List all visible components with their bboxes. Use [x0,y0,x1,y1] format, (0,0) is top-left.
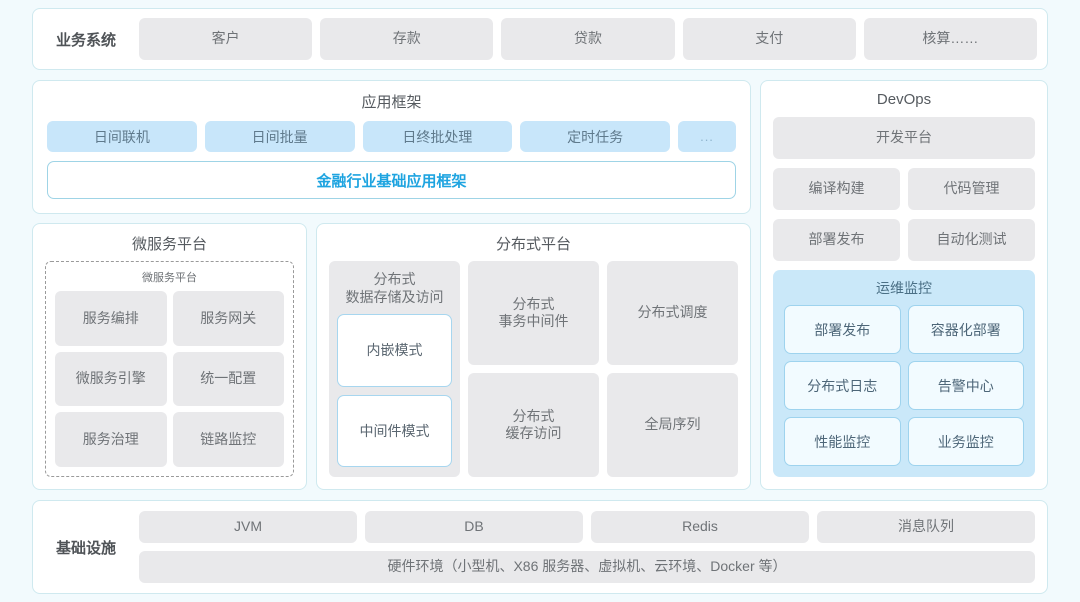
storage-mode-middleware[interactable]: 中间件模式 [337,394,452,467]
microservice-platform-panel: 微服务平台 微服务平台 服务编排 服务网关 微服务引擎 统一配置 服务治理 链路… [32,223,307,490]
ops-monitoring-title: 运维监控 [876,280,932,296]
platforms-row: 微服务平台 微服务平台 服务编排 服务网关 微服务引擎 统一配置 服务治理 链路… [32,223,751,490]
microservice-item[interactable]: 统一配置 [172,351,284,407]
hardware-environment-row: 硬件环境（小型机、X86 服务器、虚拟机、云环境、Docker 等） [139,551,1035,583]
distributed-data-storage-title: 分布式 数据存储及访问 [345,271,444,305]
infrastructure-item[interactable]: JVM [139,511,357,543]
devops-item[interactable]: 自动化测试 [908,219,1035,261]
ops-monitoring-item[interactable]: 部署发布 [784,305,901,354]
microservice-item[interactable]: 微服务引擎 [55,351,167,407]
devops-item[interactable]: 代码管理 [908,168,1035,210]
business-system-item[interactable]: 存款 [320,18,494,60]
distributed-data-storage-card[interactable]: 分布式 数据存储及访问 内嵌模式 中间件模式 [329,261,460,477]
devops-panel: DevOps 开发平台 编译构建 代码管理 部署发布 自动化测试 运维监控 部署… [760,80,1048,490]
devops-item[interactable]: 部署发布 [773,219,900,261]
business-system-item[interactable]: 贷款 [501,18,675,60]
distributed-platform-panel: 分布式平台 分布式 数据存储及访问 内嵌模式 中间件模式 分布式 事务中间件 分… [316,223,751,490]
infrastructure-item[interactable]: 消息队列 [817,511,1035,543]
app-framework-item[interactable]: 日间批量 [204,121,355,152]
platform-column: 应用框架 日间联机 日间批量 日终批处理 定时任务 ... 金融行业基础应用框架… [32,80,751,490]
distributed-platform-grid: 分布式 数据存储及访问 内嵌模式 中间件模式 分布式 事务中间件 分布式调度 分… [329,261,738,477]
microservice-platform-grid: 服务编排 服务网关 微服务引擎 统一配置 服务治理 链路监控 [55,291,284,467]
ops-monitoring-item[interactable]: 性能监控 [784,417,901,466]
distributed-platform-item[interactable]: 分布式 缓存访问 [468,373,599,477]
app-framework-more-item[interactable]: ... [678,121,736,152]
devops-title: DevOps [876,91,932,108]
business-systems-chips: 客户 存款 贷款 支付 核算…… [139,18,1038,60]
devops-row-1: 编译构建 代码管理 [773,168,1035,210]
ops-monitoring-item[interactable]: 业务监控 [907,417,1024,466]
storage-mode-embedded[interactable]: 内嵌模式 [337,314,452,387]
ops-monitoring-grid: 部署发布 容器化部署 分布式日志 告警中心 性能监控 业务监控 [784,305,1024,466]
business-systems-label: 业务系统 [55,31,116,49]
base-application-framework-bar[interactable]: 金融行业基础应用框架 [47,161,736,199]
business-system-item[interactable]: 核算…… [863,18,1038,60]
microservice-platform-title: 微服务平台 [131,236,207,253]
app-framework-item[interactable]: 定时任务 [520,121,670,152]
business-system-item[interactable]: 客户 [139,18,313,60]
microservice-item[interactable]: 服务编排 [55,291,167,346]
business-systems-panel: 业务系统 客户 存款 贷款 支付 核算…… [32,8,1048,70]
app-framework-item[interactable]: 日间联机 [47,121,197,152]
app-framework-item[interactable]: 日终批处理 [362,121,513,152]
ops-monitoring-item[interactable]: 容器化部署 [907,305,1024,354]
infrastructure-item[interactable]: DB [365,511,583,543]
distributed-platform-item[interactable]: 分布式调度 [607,261,738,365]
ops-monitoring-panel: 运维监控 部署发布 容器化部署 分布式日志 告警中心 性能监控 业务监控 [773,270,1035,477]
microservice-item[interactable]: 服务网关 [172,291,284,346]
ops-monitoring-item[interactable]: 告警中心 [907,361,1024,410]
microservice-platform-inner-box: 微服务平台 服务编排 服务网关 微服务引擎 统一配置 服务治理 链路监控 [45,261,294,477]
devops-item[interactable]: 编译构建 [773,168,900,210]
microservice-item[interactable]: 服务治理 [55,412,167,467]
application-framework-title: 应用框架 [361,94,422,111]
business-system-item[interactable]: 支付 [682,18,856,60]
microservice-platform-subtitle: 微服务平台 [142,272,197,284]
distributed-platform-item[interactable]: 分布式 事务中间件 [468,261,599,365]
microservice-item[interactable]: 链路监控 [172,412,284,467]
hardware-environment-bar[interactable]: 硬件环境（小型机、X86 服务器、虚拟机、云环境、Docker 等） [139,551,1035,583]
application-framework-panel: 应用框架 日间联机 日间批量 日终批处理 定时任务 ... 金融行业基础应用框架 [32,80,751,214]
devops-row-2: 部署发布 自动化测试 [773,219,1035,261]
infrastructure-label: 基础设施 [55,539,116,557]
infrastructure-components: JVM DB Redis 消息队列 [139,511,1035,543]
distributed-platform-item[interactable]: 全局序列 [607,373,738,477]
infrastructure-item[interactable]: Redis [591,511,809,543]
infrastructure-body: JVM DB Redis 消息队列 硬件环境（小型机、X86 服务器、虚拟机、云… [139,511,1035,583]
infrastructure-panel: 基础设施 JVM DB Redis 消息队列 硬件环境（小型机、X86 服务器、… [32,500,1048,594]
middle-band: 应用框架 日间联机 日间批量 日终批处理 定时任务 ... 金融行业基础应用框架… [32,80,1048,490]
application-framework-chips: 日间联机 日间批量 日终批处理 定时任务 ... [47,121,736,152]
ops-monitoring-item[interactable]: 分布式日志 [784,361,901,410]
distributed-platform-title: 分布式平台 [495,236,571,253]
devops-dev-platform[interactable]: 开发平台 [773,117,1035,159]
